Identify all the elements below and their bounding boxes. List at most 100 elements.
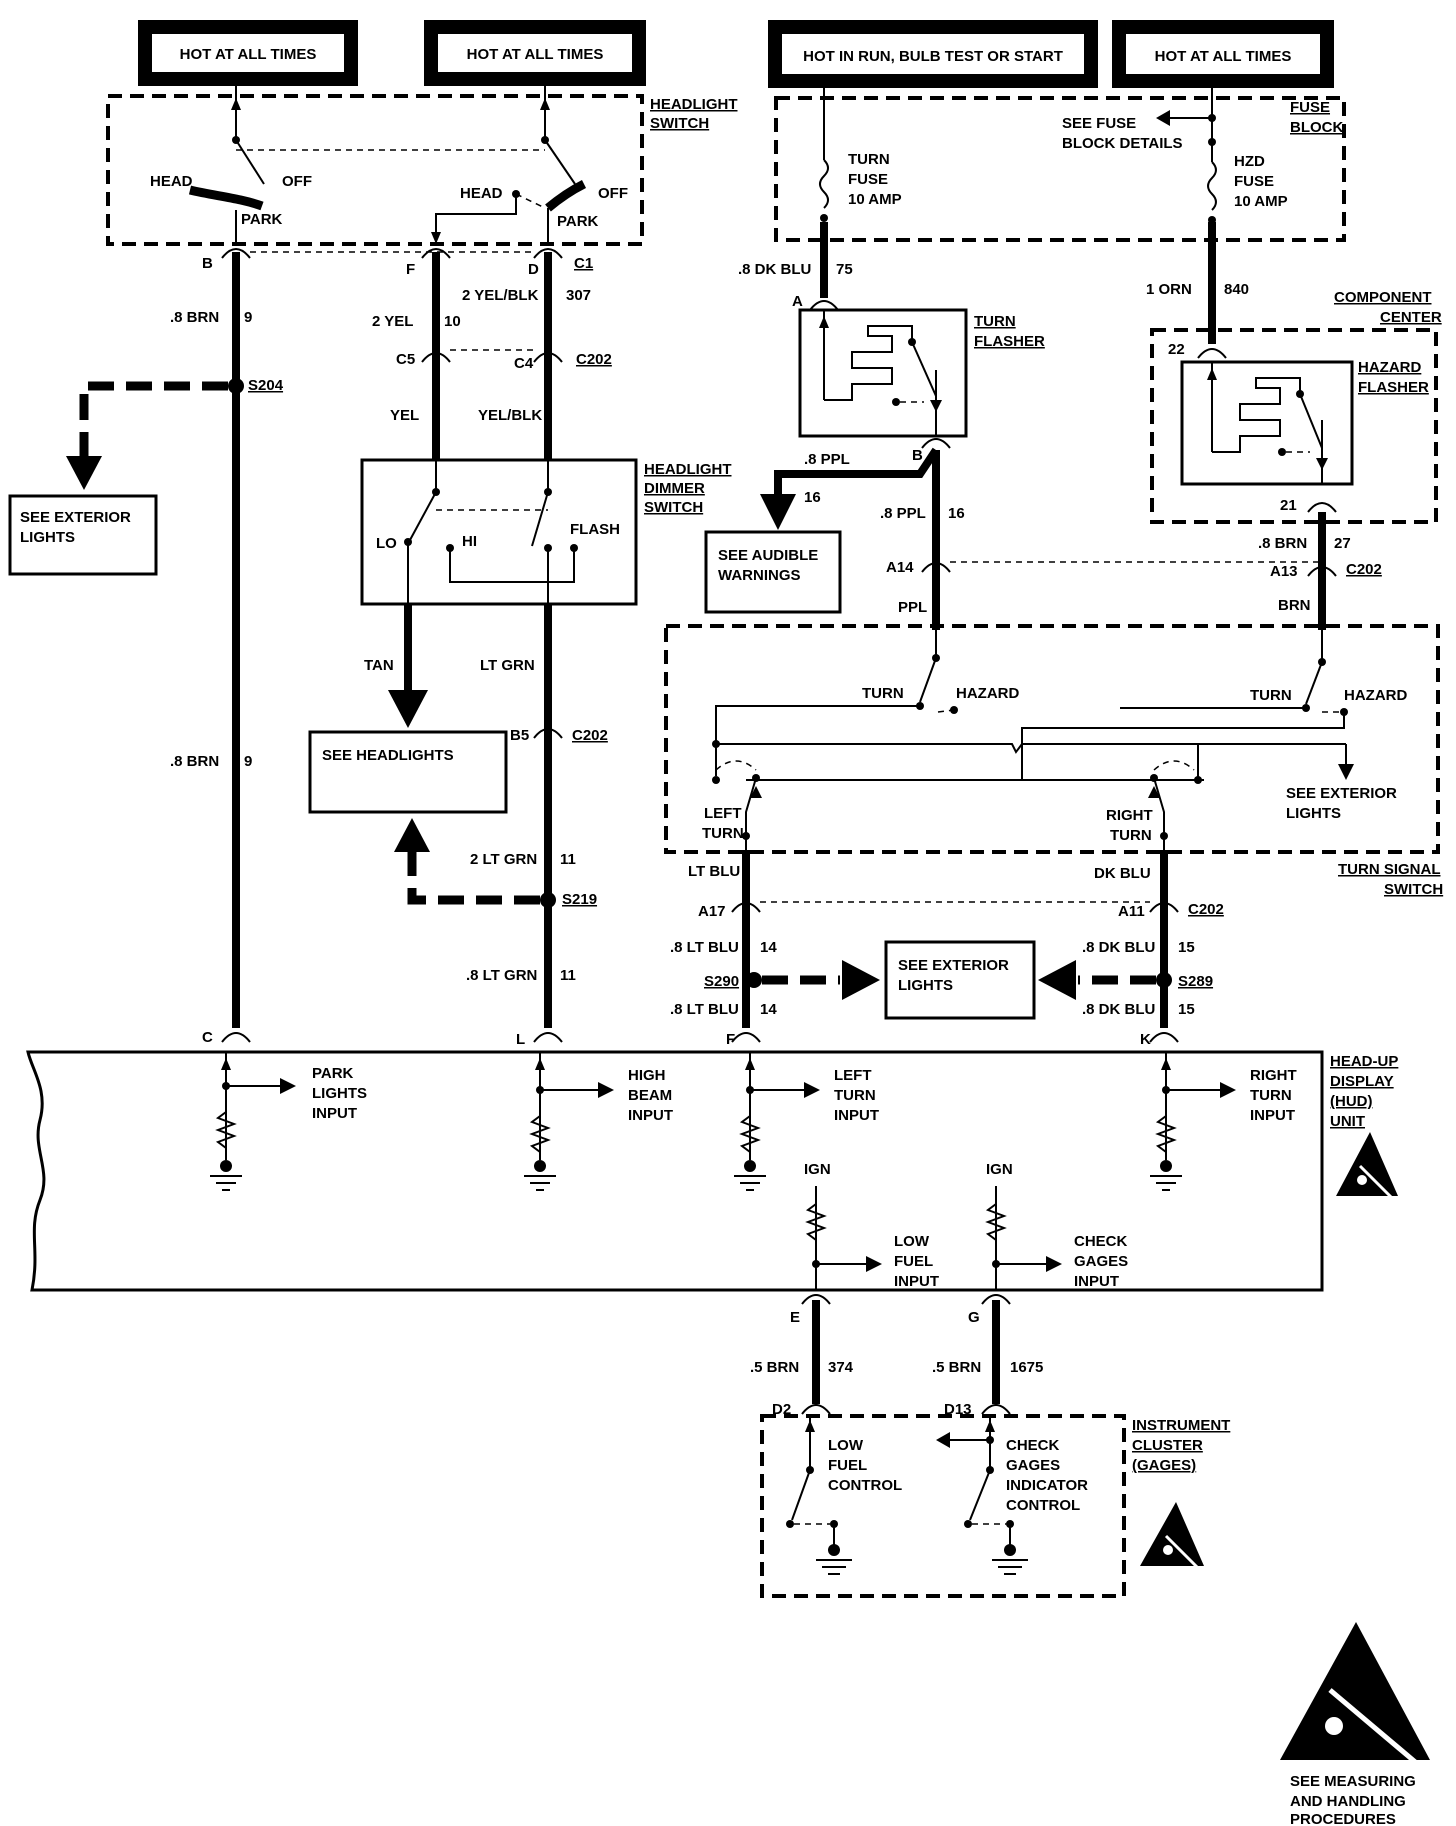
measuring-l1: SEE MEASURING xyxy=(1290,1773,1416,1790)
conn-c202-a: C202 xyxy=(576,351,612,368)
hazard-flasher-l1: HAZARD xyxy=(1358,359,1421,376)
turn-flasher-l1: TURN xyxy=(974,313,1016,330)
ref-audible-l2: WARNINGS xyxy=(718,567,801,584)
wire-yelblk307-size: 2 YEL/BLK xyxy=(462,287,539,304)
conn-c4: C4 xyxy=(514,355,534,372)
measuring-l2: AND HANDLING xyxy=(1290,1793,1406,1810)
wire-ppl16a-size: .8 PPL xyxy=(804,451,850,468)
wire-dk-blu-75: .8 DK BLU 75 A xyxy=(738,222,853,311)
ref-exterior-lights-2: SEE EXTERIOR LIGHTS xyxy=(884,940,1036,1020)
headlight-switch: HEADLIGHT SWITCH HEAD OFF PARK HEAD OFF … xyxy=(106,86,738,246)
wire-ltgrn-label: LT GRN xyxy=(480,657,535,674)
hi-label: HI xyxy=(462,533,477,550)
conn-e: E xyxy=(790,1309,800,1326)
park-input-l2: LIGHTS xyxy=(312,1085,367,1102)
fuse-block-label-2: BLOCK xyxy=(1290,119,1343,136)
park-input-l1: PARK xyxy=(312,1065,354,1082)
wire-brn-27: .8 BRN 27 A13 C202 BRN xyxy=(1258,512,1382,630)
wire-ltblu14-num: 14 xyxy=(760,939,777,956)
turn-flasher-l2: FLASHER xyxy=(974,333,1045,350)
turn-signal-switch: TURN SIGNAL SWITCH TURN HAZARD TURN HAZA… xyxy=(664,624,1443,898)
headlight-switch-label-2: SWITCH xyxy=(650,115,709,132)
conn-21: 21 xyxy=(1280,497,1297,514)
wire-ltgrn11a-size: 2 LT GRN xyxy=(470,851,537,868)
conn-c: C xyxy=(202,1029,213,1046)
hud-input-park: PARK LIGHTS INPUT xyxy=(210,1052,367,1191)
off-label-2: OFF xyxy=(598,185,628,202)
left-input-l2: TURN xyxy=(834,1087,876,1104)
park-label-2: PARK xyxy=(557,213,599,230)
wire-lt-grn: LT GRN B5 C202 2 LT GRN 11 S219 .8 LT GR… xyxy=(394,604,608,1028)
turn-signal-l1: TURN SIGNAL xyxy=(1338,861,1441,878)
dimmer-label-2: DIMMER xyxy=(644,480,705,497)
splice-s290 xyxy=(746,972,762,988)
hazard-label-2: HAZARD xyxy=(1344,687,1407,704)
turn-label-1: TURN xyxy=(862,685,904,702)
ign-label-2: IGN xyxy=(986,1161,1013,1178)
wire-brn9-num: 9 xyxy=(244,309,252,326)
hazard-flasher: HAZARD FLASHER 21 xyxy=(1150,328,1438,524)
conn-a14: A14 xyxy=(886,559,914,576)
fuel-input-l3: INPUT xyxy=(894,1273,939,1290)
fuel-control-l3: CONTROL xyxy=(828,1477,902,1494)
conn-b2: B xyxy=(912,447,923,464)
splice-s219 xyxy=(540,892,556,908)
fuse-block-label-1: FUSE xyxy=(1290,99,1330,116)
right-turn-l2: TURN xyxy=(1110,827,1152,844)
hzd-fuse-l2: FUSE xyxy=(1234,173,1274,190)
ref-exterior-lights-1: SEE EXTERIOR LIGHTS xyxy=(8,494,158,576)
wires-yel: 2 YEL 10 2 YEL/BLK 307 C5 C4 C202 YEL YE… xyxy=(372,252,612,460)
high-input-l1: HIGH xyxy=(628,1067,666,1084)
right-turn-l1: RIGHT xyxy=(1106,807,1153,824)
power-source-2: HOT AT ALL TIMES xyxy=(424,20,646,86)
conn-a11: A11 xyxy=(1118,903,1145,920)
conn-d2: D2 xyxy=(772,1401,791,1418)
hazard-flasher-l2: FLASHER xyxy=(1358,379,1429,396)
wire-dkblu15-num-2: 15 xyxy=(1178,1001,1195,1018)
instrument-cluster: INSTRUMENT CLUSTER (GAGES) LOW FUEL CONT… xyxy=(760,1414,1230,1598)
hud-label-1: HEAD-UP xyxy=(1330,1053,1398,1070)
high-input-l3: INPUT xyxy=(628,1107,673,1124)
dimmer-label-3: SWITCH xyxy=(644,499,703,516)
ref-audible-warnings: SEE AUDIBLE WARNINGS xyxy=(704,530,842,614)
wire-tan: TAN xyxy=(364,604,428,728)
wire-ppl16b-size: .8 PPL xyxy=(880,505,926,522)
power-label-2: HOT AT ALL TIMES xyxy=(467,46,604,63)
high-input-l2: BEAM xyxy=(628,1087,672,1104)
turn-signal-l2: SWITCH xyxy=(1384,881,1443,898)
conn-a: A xyxy=(792,293,803,310)
hud-input-gages: IGN CHECK GAGES INPUT xyxy=(985,1161,1128,1290)
park-input-l3: INPUT xyxy=(312,1105,357,1122)
hud-label-4: UNIT xyxy=(1330,1113,1365,1130)
ref-ext1-l2: LIGHTS xyxy=(20,529,75,546)
wire-yelblk307-num: 307 xyxy=(566,287,591,304)
wire-ltblu14-size: .8 LT BLU xyxy=(670,939,739,956)
ref-headlights-l1: SEE HEADLIGHTS xyxy=(322,747,454,764)
wire-ltgrn11a-num: 11 xyxy=(560,851,576,868)
wire-brn9-size: .8 BRN xyxy=(170,309,219,326)
wire-yel10-size: 2 YEL xyxy=(372,313,413,330)
cluster-label-2: CLUSTER xyxy=(1132,1437,1203,1454)
splice-s204 xyxy=(228,378,244,394)
hud-input-left: LEFT TURN INPUT xyxy=(734,1052,879,1191)
wire-ltblu: LT BLU xyxy=(688,863,740,880)
ref-ext3-l1: SEE EXTERIOR xyxy=(1286,785,1397,802)
ref-ext3-l2: LIGHTS xyxy=(1286,805,1341,822)
ign-label-1: IGN xyxy=(804,1161,831,1178)
off-label-1: OFF xyxy=(282,173,312,190)
right-input-l3: INPUT xyxy=(1250,1107,1295,1124)
fuel-control-l2: FUEL xyxy=(828,1457,867,1474)
wire-brn9-num-2: 9 xyxy=(244,753,252,770)
conn-d: D xyxy=(528,261,539,278)
gages-control-l4: CONTROL xyxy=(1006,1497,1080,1514)
conn-k: K xyxy=(1140,1031,1151,1048)
gages-control-l1: CHECK xyxy=(1006,1437,1060,1454)
wire-dkblu: DK BLU xyxy=(1094,865,1151,882)
power-label-4: HOT AT ALL TIMES xyxy=(1155,48,1292,65)
wire-ppl16a-num: 16 xyxy=(804,489,821,506)
power-source-4: HOT AT ALL TIMES xyxy=(1112,20,1334,88)
wire-dkblu75-size: .8 DK BLU xyxy=(738,261,811,278)
right-input-l2: TURN xyxy=(1250,1087,1292,1104)
gages-input-l1: CHECK xyxy=(1074,1233,1128,1250)
wires-blu: LT BLU DK BLU A17 A11 C202 .8 LT BLU 14 … xyxy=(670,850,1224,1028)
